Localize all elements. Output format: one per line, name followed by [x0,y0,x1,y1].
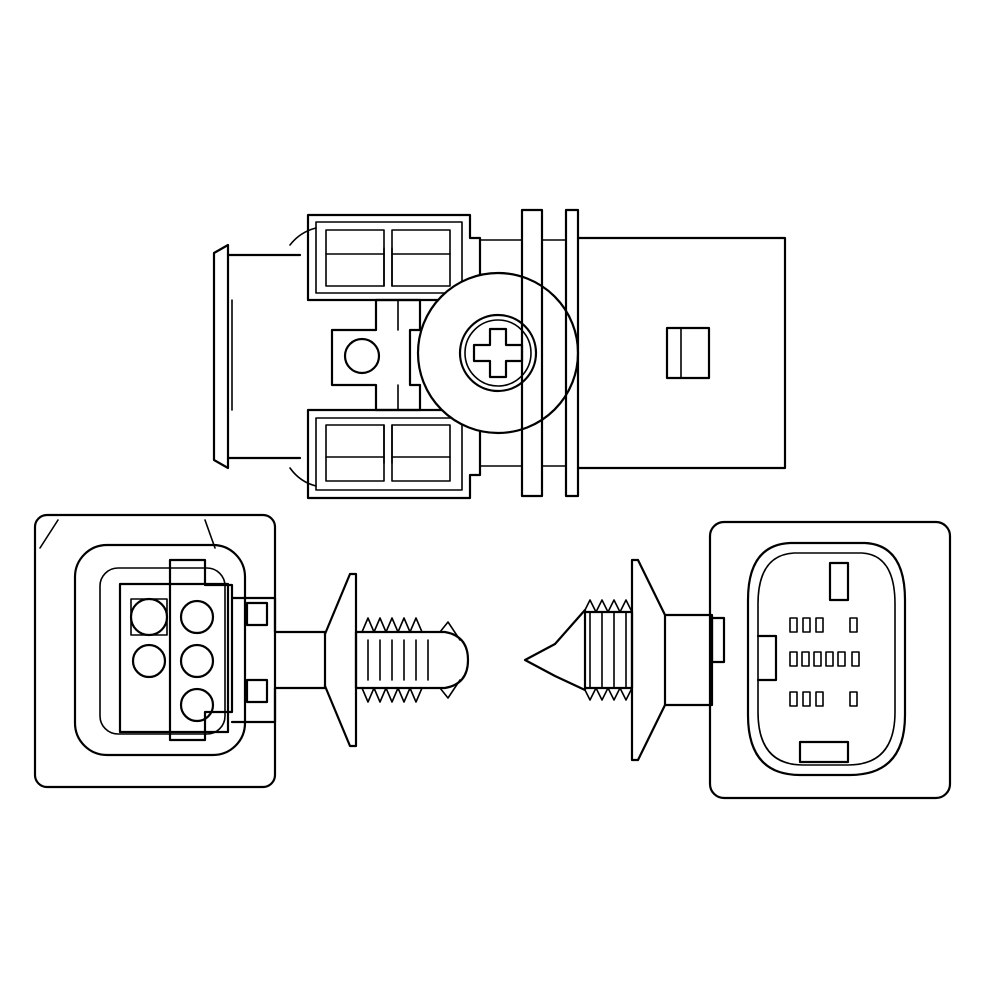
female-outer-frame [33,513,277,789]
female-connector-view [33,513,470,789]
female-shroud [73,543,247,757]
male-connector-view [523,520,952,800]
male-tip [523,608,587,692]
male-outer-frame [708,520,952,800]
female-pin-5 [179,687,215,723]
male-shroud [746,541,907,777]
male-key-top [828,561,850,602]
male-pin-row-1 [789,617,858,633]
female-pin-4 [179,643,215,679]
top-connector-view [212,208,787,500]
top-upper-housing [306,213,482,302]
female-clip-top [245,601,269,627]
female-pin-3 [131,643,167,679]
male-pin-row-2 [789,651,860,667]
female-clip-bottom [245,678,269,704]
male-pin-row-3 [789,691,858,707]
cross-recess-circle [458,313,538,393]
male-key-left [756,634,778,682]
female-neck [230,596,327,724]
male-clip [710,616,726,664]
cross-icon [472,327,524,379]
male-neck [663,613,714,707]
top-left-latch [212,227,317,487]
top-center-channel [330,298,422,412]
female-pin-field [118,582,230,734]
top-lower-housing [306,408,482,500]
small-hole-circle [343,337,381,375]
female-key [168,558,234,742]
male-grommet [630,558,667,762]
top-body-block [576,236,787,470]
male-key-bottom [798,740,850,764]
top-flanges [479,208,580,498]
female-grommet [323,572,358,748]
female-tip [354,630,470,690]
window-rect [665,326,711,380]
female-pin-2 [179,599,215,635]
top-mounting-boss [416,271,580,435]
female-pin-1 [129,597,169,637]
